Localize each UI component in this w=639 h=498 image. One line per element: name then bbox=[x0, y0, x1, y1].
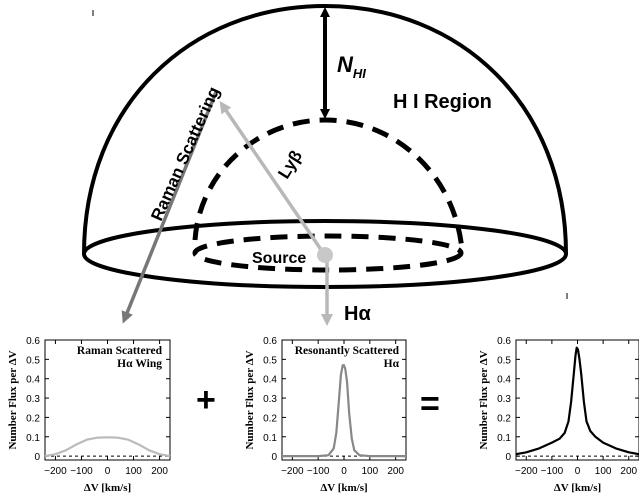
x-tick-label: −100 bbox=[541, 466, 564, 477]
y-tick-label: 0.3 bbox=[497, 394, 511, 405]
y-tick-label: 0.4 bbox=[497, 375, 511, 386]
x-tick-label: −200 bbox=[44, 466, 67, 477]
y-tick-label: 0.1 bbox=[26, 433, 40, 444]
panel-title-line2: Hα Wing bbox=[117, 358, 162, 370]
lyb-arrow bbox=[219, 101, 326, 255]
x-axis-label: ΔV [km/s] bbox=[554, 482, 601, 494]
halpha-label: Hα bbox=[344, 303, 371, 325]
x-axis-label: ΔV [km/s] bbox=[84, 482, 131, 494]
y-tick-label: 0.2 bbox=[26, 413, 40, 424]
y-tick-label: 0.6 bbox=[497, 336, 511, 347]
panel-raman-wing: 0 0.1 0.2 0.3 0.4 0.5 0.6 −200−100 0 100 200 Number… bbox=[7, 336, 171, 494]
x-tick-label: 100 bbox=[125, 466, 142, 477]
x-tick-label: 200 bbox=[387, 466, 404, 477]
x-tick-label: 200 bbox=[620, 466, 637, 477]
raman-scattering-label: Raman Scattering bbox=[147, 84, 223, 224]
y-tick-label: 0.2 bbox=[263, 413, 277, 424]
y-tick-label: 0.5 bbox=[263, 355, 277, 366]
y-axis-label: Number Flux per ΔV bbox=[244, 350, 256, 449]
x-tick-label: −100 bbox=[70, 466, 93, 477]
plus-sign: + bbox=[196, 381, 216, 419]
y-axis-label: Number Flux per ΔV bbox=[7, 350, 19, 449]
x-tick-label: −100 bbox=[307, 466, 330, 477]
panel-title-line1: Raman Scattered bbox=[77, 345, 163, 357]
panel-title-line2: Hα bbox=[384, 358, 400, 370]
panel-title-line1: Resonantly Scattered bbox=[295, 345, 400, 357]
x-tick-label: −200 bbox=[515, 466, 538, 477]
source-dot bbox=[317, 247, 333, 263]
y-tick-label: 0.3 bbox=[26, 394, 40, 405]
x-tick-label: 100 bbox=[361, 466, 378, 477]
source-label: Source bbox=[252, 250, 306, 267]
x-tick-label: 0 bbox=[575, 466, 581, 477]
profile-line bbox=[282, 364, 406, 458]
y-tick-label: 0.6 bbox=[263, 336, 277, 347]
plot-frame bbox=[515, 339, 639, 461]
y-tick-label: 0.3 bbox=[263, 394, 277, 405]
y-tick-label: 0.5 bbox=[26, 355, 40, 366]
y-tick-label: 0.1 bbox=[263, 433, 277, 444]
y-tick-label: 0.4 bbox=[263, 375, 277, 386]
panel-total-profile: 0 0.1 0.2 0.3 0.4 0.5 0.6 −200−100 0 100 200 Number… bbox=[478, 336, 639, 494]
x-axis-label: ΔV [km/s] bbox=[320, 482, 367, 494]
y-tick-label: 0 bbox=[34, 452, 40, 463]
column-density-subscript: HI bbox=[353, 66, 366, 81]
inner-dashed-dome bbox=[192, 117, 465, 251]
profile-line bbox=[515, 346, 639, 456]
x-tick-label: −200 bbox=[281, 466, 304, 477]
hi-region-dome bbox=[82, 3, 568, 255]
raman-arrow bbox=[121, 91, 218, 324]
lyb-label: Lyβ bbox=[274, 147, 306, 182]
y-tick-label: 0.4 bbox=[26, 375, 40, 386]
y-tick-label: 0.1 bbox=[497, 433, 511, 444]
x-tick-label: 200 bbox=[151, 466, 168, 477]
y-tick-label: 0.5 bbox=[497, 355, 511, 366]
profile-line bbox=[44, 436, 171, 458]
y-tick-label: 0.2 bbox=[497, 413, 511, 424]
y-tick-label: 0 bbox=[505, 452, 511, 463]
y-tick-label: 0.6 bbox=[26, 336, 40, 347]
x-tick-label: 0 bbox=[341, 466, 347, 477]
x-tick-label: 100 bbox=[595, 466, 612, 477]
y-tick-label: 0 bbox=[271, 452, 277, 463]
y-axis-label: Number Flux per ΔV bbox=[478, 350, 490, 449]
panel-resonant-halpha: 0 0.1 0.2 0.3 0.4 0.5 0.6 −200−100 0 100 200 Number… bbox=[244, 336, 407, 494]
hi-region-base-ellipse bbox=[82, 219, 568, 289]
hi-region-label: H I Region bbox=[393, 91, 492, 113]
x-tick-label: 0 bbox=[105, 466, 111, 477]
column-density-label: NHI bbox=[337, 52, 366, 81]
equals-sign: = bbox=[420, 385, 440, 423]
